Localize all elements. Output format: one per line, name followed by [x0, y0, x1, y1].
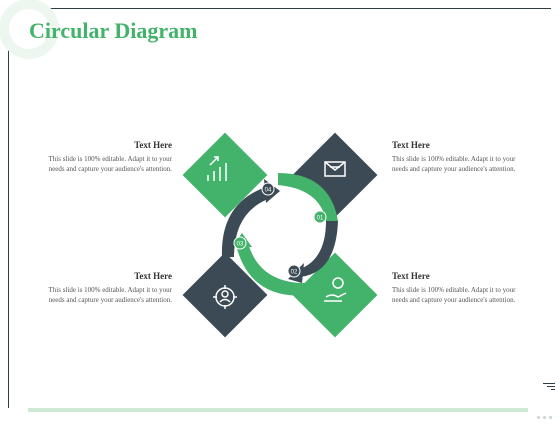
diamond-bottom-left	[182, 252, 268, 338]
block-body: This slide is 100% editable. Adapt it to…	[392, 286, 516, 304]
step-number-03: 03	[237, 242, 244, 248]
text-block-top-left: Text Here This slide is 100% editable. A…	[32, 140, 172, 174]
diamond-top-right	[292, 132, 378, 218]
arc-03	[236, 243, 310, 296]
corner-decoration	[0, 0, 59, 59]
block-heading: Text Here	[392, 271, 430, 281]
block-heading: Text Here	[392, 140, 430, 150]
text-block-top-right: Text Here This slide is 100% editable. A…	[392, 140, 532, 174]
footer-dots	[534, 406, 552, 424]
envelope-icon	[324, 161, 346, 177]
block-body: This slide is 100% editable. Adapt it to…	[48, 286, 172, 304]
ground-symbol-icon	[543, 383, 555, 392]
text-block-bottom-right: Text Here This slide is 100% editable. A…	[392, 271, 532, 305]
badge-02	[287, 264, 301, 278]
footer-bar	[28, 408, 528, 412]
step-number-01: 01	[317, 216, 324, 222]
block-heading: Text Here	[134, 140, 172, 150]
badge-03	[233, 236, 247, 250]
user-target-icon	[213, 285, 237, 309]
arc-01	[278, 173, 338, 221]
text-block-bottom-left: Text Here This slide is 100% editable. A…	[32, 271, 172, 305]
arc-04	[221, 187, 268, 257]
block-heading: Text Here	[134, 271, 172, 281]
arc-02	[294, 221, 338, 277]
step-number-04: 04	[265, 188, 272, 194]
page-title: Circular Diagram	[29, 18, 198, 43]
badge-04	[261, 182, 275, 196]
circular-diagram: 01 02 03 04	[182, 132, 378, 338]
badge-01	[313, 210, 327, 224]
hand-money-icon	[324, 277, 347, 302]
growth-chart-icon	[207, 156, 227, 181]
slide-frame	[0, 0, 551, 408]
block-body: This slide is 100% editable. Adapt it to…	[392, 155, 516, 173]
step-number-02: 02	[291, 270, 298, 276]
block-body: This slide is 100% editable. Adapt it to…	[48, 155, 172, 173]
